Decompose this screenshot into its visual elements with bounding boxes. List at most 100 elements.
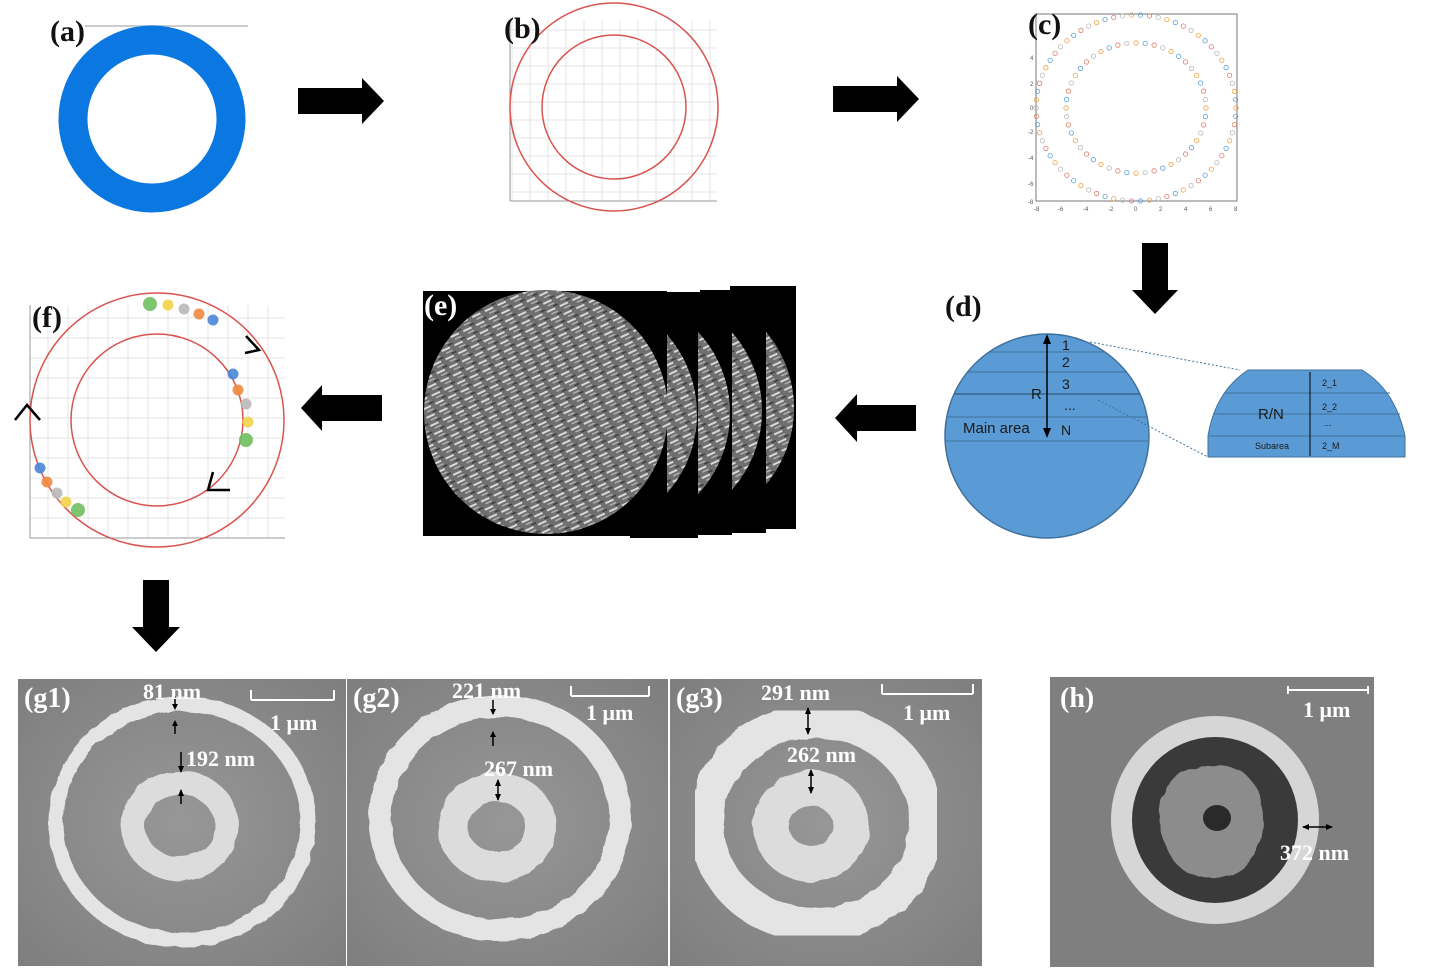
svg-text:0: 0 bbox=[1030, 106, 1034, 112]
level-3-label: 3 bbox=[1062, 376, 1070, 392]
sample-point-marker bbox=[1151, 42, 1157, 48]
sample-point-marker bbox=[1094, 19, 1100, 26]
area-division-diagram bbox=[944, 333, 1406, 539]
sample-point-marker bbox=[1071, 178, 1077, 184]
radius-label: R bbox=[1031, 386, 1042, 403]
panel-d-label: (d) bbox=[945, 290, 982, 323]
sample-point-marker bbox=[1086, 23, 1092, 29]
panel-f-label: (f) bbox=[32, 301, 62, 334]
svg-text:2: 2 bbox=[1030, 82, 1034, 88]
sample-point-marker bbox=[1063, 113, 1070, 120]
ratio-label: R/N bbox=[1258, 406, 1284, 423]
sample-point-marker bbox=[1047, 57, 1053, 63]
sem-image-g3 bbox=[670, 679, 982, 966]
sample-point-marker bbox=[1119, 197, 1126, 203]
sublevel-2-2-label: 2_2 bbox=[1322, 402, 1338, 412]
sample-point-marker bbox=[1064, 172, 1070, 178]
panel-c-label: (c) bbox=[1028, 8, 1062, 41]
right-arrow-icon bbox=[298, 78, 384, 124]
sample-point-marker bbox=[1068, 80, 1074, 86]
sample-point-marker bbox=[1168, 161, 1174, 167]
right-arrow-icon bbox=[833, 76, 919, 122]
scan-position-marker bbox=[232, 384, 244, 396]
svg-text:0: 0 bbox=[1134, 207, 1138, 213]
svg-text:-2: -2 bbox=[1028, 130, 1034, 136]
scan-position-marker bbox=[51, 487, 63, 499]
sample-point-marker bbox=[1064, 38, 1070, 44]
scale-bar-label-g2: 1 μm bbox=[586, 700, 634, 725]
sample-point-marker bbox=[1142, 40, 1148, 47]
svg-text:6: 6 bbox=[1209, 207, 1213, 213]
svg-text:4: 4 bbox=[1030, 56, 1034, 62]
sample-point-marker bbox=[1142, 169, 1148, 176]
sample-point-marker bbox=[1172, 19, 1178, 26]
sample-point-marker bbox=[1164, 16, 1170, 23]
sample-point-marker bbox=[1133, 170, 1139, 176]
sample-point-marker bbox=[1188, 27, 1194, 33]
sample-point-marker bbox=[1194, 72, 1200, 79]
sample-point-marker bbox=[1133, 40, 1139, 46]
sample-point-marker bbox=[1077, 65, 1084, 71]
sample-point-marker bbox=[1176, 53, 1182, 59]
sample-point-marker bbox=[1115, 168, 1121, 174]
svg-text:-8: -8 bbox=[1028, 200, 1034, 206]
sample-point-marker bbox=[1071, 32, 1077, 38]
sample-point-marker bbox=[1219, 153, 1225, 159]
sample-point-marker bbox=[1115, 42, 1121, 48]
width-outer-g1: 81 nm bbox=[143, 679, 202, 704]
sample-point-marker bbox=[1202, 96, 1209, 103]
down-arrow-icon bbox=[1132, 243, 1178, 314]
sample-point-marker bbox=[1035, 88, 1041, 94]
sample-point-marker bbox=[1168, 49, 1174, 55]
sample-point-marker bbox=[1043, 145, 1049, 151]
sample-point-marker bbox=[1219, 57, 1225, 63]
scale-bar-label-h: 1 μm bbox=[1303, 697, 1351, 722]
sample-point-marker bbox=[1086, 187, 1092, 193]
main-area-label: Main area bbox=[963, 420, 1030, 437]
sample-point-marker bbox=[1146, 13, 1153, 19]
sample-point-marker bbox=[1232, 97, 1239, 103]
sample-point-marker bbox=[1128, 198, 1135, 204]
sample-point-marker bbox=[1233, 105, 1239, 111]
panel-b-label: (b) bbox=[504, 12, 541, 45]
svg-text:8: 8 bbox=[1234, 207, 1238, 213]
panel-e-label: (e) bbox=[424, 289, 458, 322]
sample-point-marker bbox=[1039, 72, 1045, 78]
scan-position-marker bbox=[193, 308, 205, 320]
sample-point-marker bbox=[1231, 122, 1237, 128]
scale-bar-label-g1: 1 μm bbox=[270, 710, 318, 735]
sublevel-2-1-label: 2_1 bbox=[1322, 378, 1338, 388]
sample-point-marker bbox=[1188, 183, 1194, 189]
sample-point-marker bbox=[1065, 122, 1071, 128]
sample-point-marker bbox=[1077, 145, 1084, 151]
sample-point-marker bbox=[1033, 97, 1040, 103]
panel-h-label: (h) bbox=[1060, 683, 1095, 714]
level-1-label: 1 bbox=[1062, 337, 1070, 353]
svg-text:-4: -4 bbox=[1028, 156, 1034, 162]
level-dots-label: ... bbox=[1064, 397, 1076, 413]
sample-point-marker bbox=[1232, 113, 1239, 119]
grid-circles-plot bbox=[509, 2, 719, 212]
svg-text:-2: -2 bbox=[1108, 207, 1114, 213]
pattern-stack-image bbox=[423, 286, 796, 538]
sample-point-marker bbox=[1111, 196, 1117, 202]
sample-point-marker bbox=[1090, 157, 1096, 163]
scale-bar-label-g3: 1 μm bbox=[903, 700, 951, 725]
sample-point-marker bbox=[1151, 168, 1157, 174]
sample-point-marker bbox=[1052, 50, 1058, 56]
sample-point-marker bbox=[1106, 165, 1112, 171]
sample-point-marker bbox=[1182, 59, 1189, 65]
sample-point-marker bbox=[1102, 193, 1108, 200]
sample-point-marker bbox=[1119, 13, 1126, 19]
scan-position-marker bbox=[143, 297, 157, 311]
sample-point-marker bbox=[1063, 96, 1070, 103]
scan-position-marker bbox=[240, 398, 252, 410]
sample-point-marker bbox=[1198, 80, 1204, 86]
sample-point-marker bbox=[1058, 166, 1064, 172]
sample-point-marker bbox=[1227, 72, 1233, 78]
sem-image-g2 bbox=[347, 679, 668, 966]
scan-position-marker bbox=[60, 496, 72, 508]
sample-point-marker bbox=[1063, 105, 1069, 111]
scan-position-marker bbox=[71, 503, 85, 517]
sample-point-marker bbox=[1227, 138, 1233, 144]
